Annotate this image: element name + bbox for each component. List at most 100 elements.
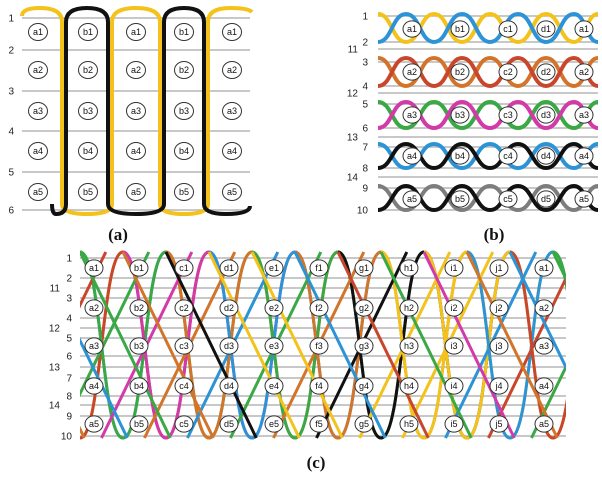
- panel-b-aux-row-label-11: 11: [348, 45, 359, 56]
- panel-b-node-4-a1-label: a1: [579, 24, 589, 34]
- panel-c-node-5-f5-label: f5: [315, 419, 323, 429]
- panel-c-conductor-down-diag-12: [465, 251, 559, 439]
- panel-c-node-10-a1-circle: [534, 259, 554, 277]
- panel-a-node-2-a5-circle: [126, 182, 146, 202]
- panel-c-node-3-d3-label: d3: [224, 341, 234, 351]
- panel-c-node-6-g3-circle: [354, 337, 374, 355]
- panel-c-node-8-i1-label: i1: [450, 263, 457, 273]
- panel-b-node-0-a5-circle: [402, 190, 422, 208]
- panel-b-wave-1-b: [377, 55, 599, 89]
- panel-b-node-3-d2-label: d2: [541, 67, 551, 77]
- panel-c-node-9-j1-label: j1: [494, 263, 502, 273]
- panel-c-node-10-a2-label: a2: [539, 303, 549, 313]
- panel-a-node-4-a2-circle: [222, 60, 242, 80]
- panel-c-node-0-a2-circle: [84, 299, 104, 317]
- panel-b-node-4-a5-label: a5: [579, 194, 589, 204]
- panel-a-node-1-b1-label: b1: [83, 27, 93, 37]
- panel-a-node-0-a3-circle: [28, 101, 48, 121]
- panel-c-node-1-b3-label: b3: [134, 341, 144, 351]
- panel-c-node-0-a5-circle: [84, 415, 104, 433]
- panel-c-node-5-f4-circle: [309, 377, 329, 395]
- panel-c-conductor-down-diag-11: [422, 251, 516, 439]
- panel-c-node-8-i3-circle: [444, 337, 464, 355]
- panel-a: 123456a1a2a3a4a5b1b2b3b4b5a1a2a3a4a5b1b2…: [8, 5, 254, 217]
- panel-a-node-3-b1-label: b1: [179, 27, 189, 37]
- panel-c-node-10-a5-circle: [534, 415, 554, 433]
- panel-a-node-0-a2-circle: [28, 60, 48, 80]
- panel-a-label: (a): [108, 225, 128, 244]
- panel-b-node-4-a4-label: a4: [579, 151, 589, 161]
- panel-b-node-3-d3-label: d3: [541, 110, 551, 120]
- panel-a-node-4-a4-circle: [222, 141, 242, 161]
- panel-a-node-3-b5-circle: [174, 182, 194, 202]
- panel-a-node-2-a1-circle: [126, 22, 146, 42]
- panel-b-node-3-d4-circle: [536, 147, 556, 165]
- panel-c-row-label-top-1: 1: [66, 254, 72, 265]
- panel-c-node-1-b2-circle: [129, 299, 149, 317]
- panel-a-node-3-b2-label: b2: [179, 65, 189, 75]
- panel-c-node-4-e3-label: e3: [269, 341, 279, 351]
- panel-b-node-1-b2-circle: [450, 63, 470, 81]
- panel-b-node-1-b3-label: b3: [455, 110, 465, 120]
- panel-c-node-9-j4-label: j4: [494, 381, 502, 391]
- panel-c-aux-row-label-top-14: 14: [49, 401, 61, 412]
- panel-c-row-label-top-7: 7: [66, 374, 72, 385]
- panel-b-aux-row-label-14: 14: [347, 173, 359, 184]
- panel-c-node-6-g4-circle: [354, 377, 374, 395]
- panel-b-node-0-a1-label: a1: [407, 24, 417, 34]
- panel-b-node-2-c4-circle: [498, 147, 518, 165]
- panel-c-node-2-c3-circle: [174, 337, 194, 355]
- panel-a-node-1-b1-circle: [78, 22, 98, 42]
- panel-c-node-8-i3-label: i3: [450, 341, 457, 351]
- panel-b-row-label-6: 6: [362, 124, 368, 135]
- panel-b-row-label-10: 10: [357, 206, 369, 217]
- panel-a-node-2-a2-label: a2: [131, 65, 141, 75]
- panel-c-row-label-top-2: 2: [66, 274, 72, 285]
- panel-c-node-9-j5-label: j5: [494, 419, 502, 429]
- panel-c-node-8-i4-circle: [444, 377, 464, 395]
- panel-c-node-10-a2-circle: [534, 299, 554, 317]
- panel-c-row-label-top-8: 8: [66, 392, 72, 403]
- panel-c-node-7-h5-label: h5: [404, 419, 414, 429]
- panel-a-node-2-a3-label: a3: [131, 106, 141, 116]
- panel-c-node-6-g3-label: g3: [359, 341, 369, 351]
- panel-b-node-0-a2-label: a2: [407, 67, 417, 77]
- panel-a-row-label-2: 2: [8, 46, 14, 57]
- panel-a-node-0-a4-label: a4: [33, 146, 43, 156]
- panel-c-node-9-j5-circle: [489, 415, 509, 433]
- panel-c-left-mask: [0, 244, 80, 444]
- panel-c-row-label-top-10: 10: [61, 432, 73, 443]
- panel-a-row-label-4: 4: [8, 127, 14, 138]
- panel-b-node-2-c5-label: c5: [503, 194, 513, 204]
- panel-c-row-label-top-4: 4: [66, 314, 72, 325]
- panel-b-node-2-c2-circle: [498, 63, 518, 81]
- panel-c-node-3-d2-circle: [219, 299, 239, 317]
- panel-a-node-4-a1-label: a1: [227, 27, 237, 37]
- panel-c-node-9-j1-circle: [489, 259, 509, 277]
- panel-c-node-1-b3-circle: [129, 337, 149, 355]
- panel-c-node-7-h4-label: h4: [404, 381, 414, 391]
- panel-c-node-5-f2-label: f2: [315, 303, 323, 313]
- panel-c-node-10-a3-label: a3: [539, 341, 549, 351]
- panel-c-node-4-e5-circle: [264, 415, 284, 433]
- panel-b-node-4-a4-circle: [574, 147, 594, 165]
- panel-c-aux-row-label-top-11: 11: [50, 284, 61, 295]
- panel-c-node-4-e1-circle: [264, 259, 284, 277]
- panel-b-node-4-a2-label: a2: [579, 67, 589, 77]
- panel-b-node-1-b4-circle: [450, 147, 470, 165]
- panel-c-node-7-h2-circle: [399, 299, 419, 317]
- panel-a-node-1-b5-label: b5: [83, 187, 93, 197]
- panel-b-node-4-a3-circle: [574, 106, 594, 124]
- panel-c-node-8-i2-circle: [444, 299, 464, 317]
- panel-a-node-2-a4-circle: [126, 141, 146, 161]
- panel-c-node-5-f1-label: f1: [315, 263, 323, 273]
- panel-b-row-label-1: 1: [362, 12, 368, 23]
- panel-c-node-4-e2-circle: [264, 299, 284, 317]
- panel-c-node-10-a3-circle: [534, 337, 554, 355]
- panel-c-node-3-d5-circle: [219, 415, 239, 433]
- panel-a-node-2-a1-label: a1: [131, 27, 141, 37]
- panel-c-node-3-d2-label: d2: [224, 303, 234, 313]
- panel-a-node-4-a4-label: a4: [227, 146, 237, 156]
- panel-a-node-4-a3-label: a3: [227, 106, 237, 116]
